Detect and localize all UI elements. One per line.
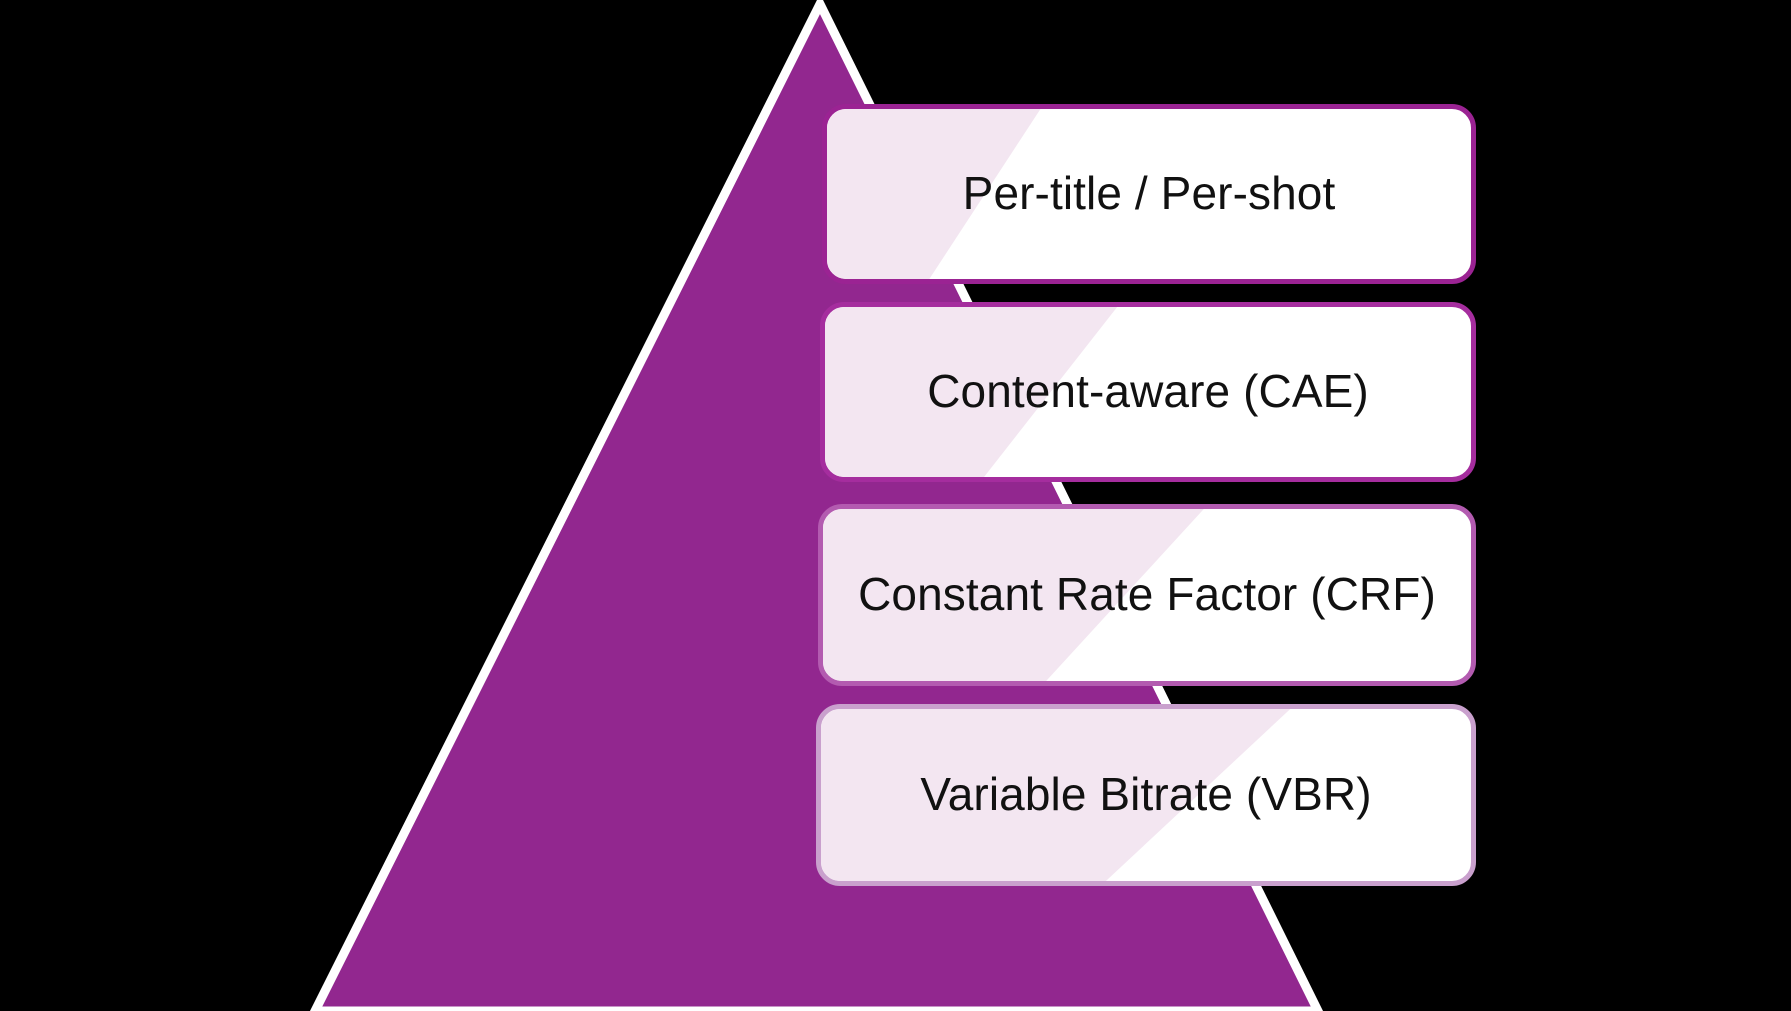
pyramid-tier-constant-rate-factor[interactable]: Constant Rate Factor (CRF) xyxy=(818,504,1476,686)
tier-label: Variable Bitrate (VBR) xyxy=(920,768,1372,821)
tier-label: Per-title / Per-shot xyxy=(962,167,1336,220)
pyramid-tier-per-title-per-shot[interactable]: Per-title / Per-shot xyxy=(822,104,1476,284)
tier-label: Content-aware (CAE) xyxy=(927,365,1369,418)
pyramid-tier-content-aware[interactable]: Content-aware (CAE) xyxy=(820,302,1476,482)
tier-label: Constant Rate Factor (CRF) xyxy=(858,568,1436,621)
pyramid-tier-variable-bitrate[interactable]: Variable Bitrate (VBR) xyxy=(816,704,1476,886)
